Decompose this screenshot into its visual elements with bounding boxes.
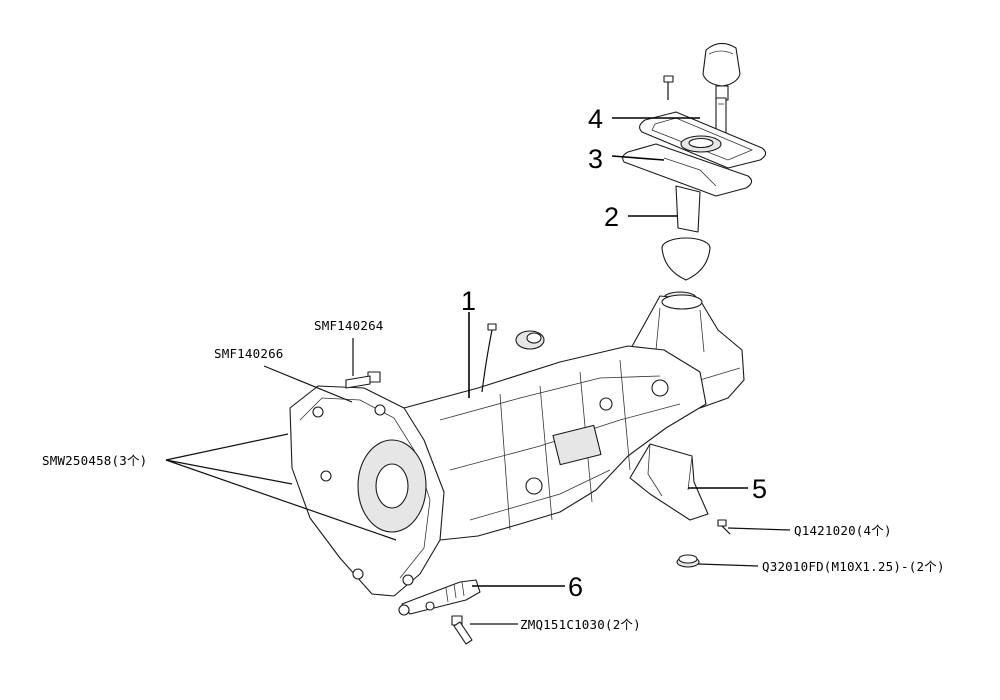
callout-3: 3 — [588, 144, 603, 174]
callout-1: 1 — [461, 286, 476, 316]
callout-5: 5 — [752, 474, 767, 504]
transmission-mount-bracket — [629, 443, 709, 521]
bolt-zmq151c1030 — [451, 615, 473, 645]
label-zmq151c1030: ZMQ151C1030(2个) — [520, 617, 641, 632]
shift-cover-plate — [639, 111, 767, 169]
transmission-case — [403, 345, 707, 541]
shift-knob — [702, 42, 741, 101]
bolt-smf140264 — [345, 371, 381, 389]
small-bolt-top — [663, 75, 674, 100]
bell-housing — [289, 385, 445, 597]
shift-boot-gasket — [622, 143, 753, 197]
callout-6: 6 — [568, 572, 583, 602]
bolt-q1421020 — [717, 519, 731, 535]
callout-4: 4 — [588, 104, 603, 134]
label-q32010fd: Q32010FD(M10X1.25)-(2个) — [762, 559, 945, 574]
callout-2: 2 — [604, 202, 619, 232]
reverse-switch — [515, 330, 545, 350]
lever-housing — [661, 185, 711, 305]
label-smf140264: SMF140264 — [314, 318, 384, 333]
label-smf140266: SMF140266 — [214, 346, 284, 361]
leader-lines — [165, 117, 791, 625]
nut-q32010fd — [676, 554, 700, 568]
clutch-slave-cylinder — [398, 579, 481, 616]
wire-connector — [481, 323, 497, 393]
label-smw250458: SMW250458(3个) — [42, 453, 147, 468]
label-q1421020: Q1421020(4个) — [794, 523, 892, 538]
